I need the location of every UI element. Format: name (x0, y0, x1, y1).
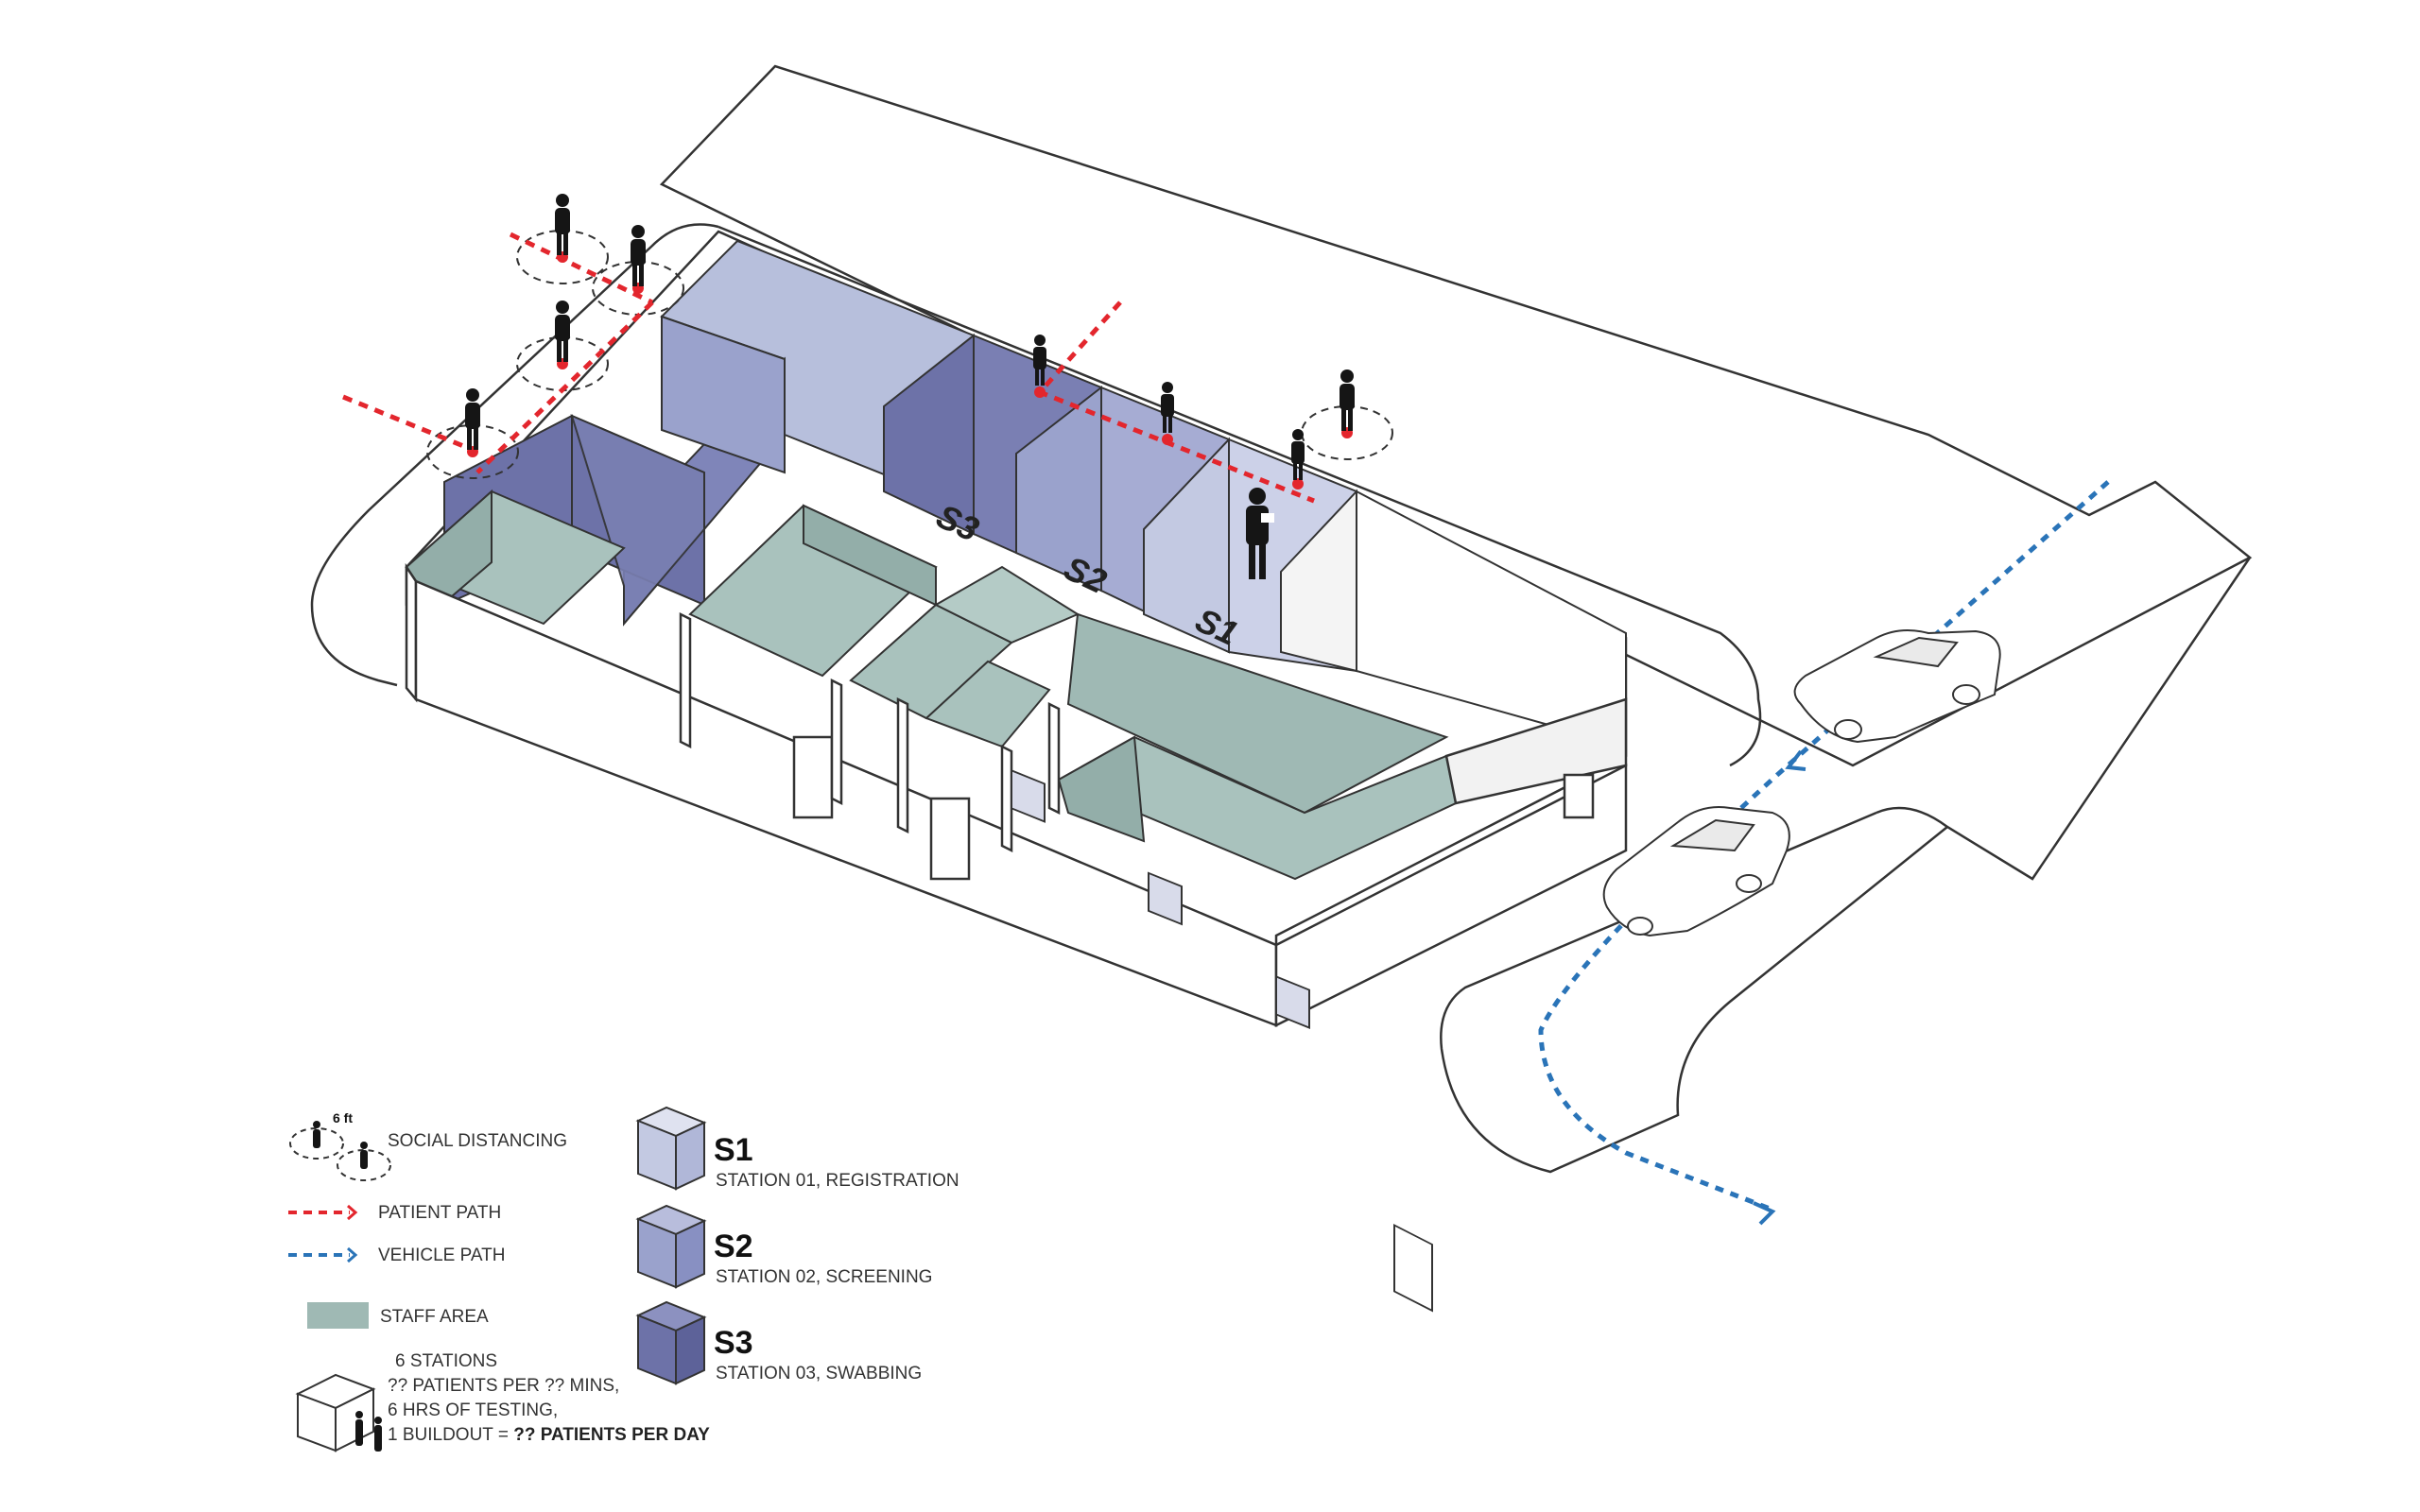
legend-station-s3-code: S3 (714, 1325, 753, 1361)
legend-vehicle-path-label: VEHICLE PATH (378, 1246, 505, 1265)
legend-station-s3-description: STATION 03, SWABBING (716, 1364, 922, 1383)
legend-station-s1-code: S1 (714, 1132, 753, 1168)
legend-station-s2-description: STATION 02, SCREENING (716, 1267, 932, 1287)
front-walls (405, 562, 1628, 1028)
station-windows (1011, 768, 1310, 1029)
legend-summary-line2: ?? PATIENTS PER ?? MINS, (388, 1376, 619, 1396)
people-silhouettes (465, 194, 1355, 579)
legend-station-s1-cube (635, 1106, 707, 1191)
legend: 6 ft SOCIAL DISTANCING PATIENT PATH VEHI… (288, 1106, 959, 1452)
site-outline (310, 64, 2253, 1174)
legend-summary-line4-bold: ?? PATIENTS PER DAY (513, 1425, 710, 1445)
legend-summary-line1: 6 STATIONS (395, 1351, 497, 1371)
legend-patient-path-label: PATIENT PATH (378, 1203, 501, 1223)
car-upper (1793, 628, 2001, 744)
legend-station-s2-code: S2 (714, 1228, 753, 1264)
legend-vehicle-path-arrow (347, 1246, 358, 1263)
vehicle-path-arrows (1753, 749, 1806, 1226)
car-lower (1602, 806, 1790, 937)
distance-marker: 6 ft (333, 1110, 353, 1125)
legend-summary-line4: 1 BUILDOUT = ?? PATIENTS PER DAY (388, 1425, 710, 1445)
legend-buildout-icon (295, 1373, 382, 1452)
vehicle-path (1538, 480, 2110, 1212)
reception-room (1280, 489, 1627, 1313)
legend-station-s1-description: STATION 01, REGISTRATION (716, 1171, 959, 1191)
legend-staff-area-swatch (307, 1302, 369, 1329)
legend-summary-line4-prefix: 1 BUILDOUT = (388, 1425, 513, 1445)
legend-social-distancing-icon: 6 ft (289, 1110, 391, 1181)
legend-station-s3-cube (635, 1300, 707, 1385)
legend-social-distancing-label: SOCIAL DISTANCING (388, 1131, 567, 1151)
legend-patient-path-arrow (347, 1204, 358, 1221)
legend-summary-line3: 6 HRS OF TESTING, (388, 1400, 558, 1420)
legend-staff-area-label: STAFF AREA (380, 1307, 489, 1327)
legend-station-s2-cube (635, 1204, 707, 1289)
staff-area-rooms (405, 489, 1458, 881)
